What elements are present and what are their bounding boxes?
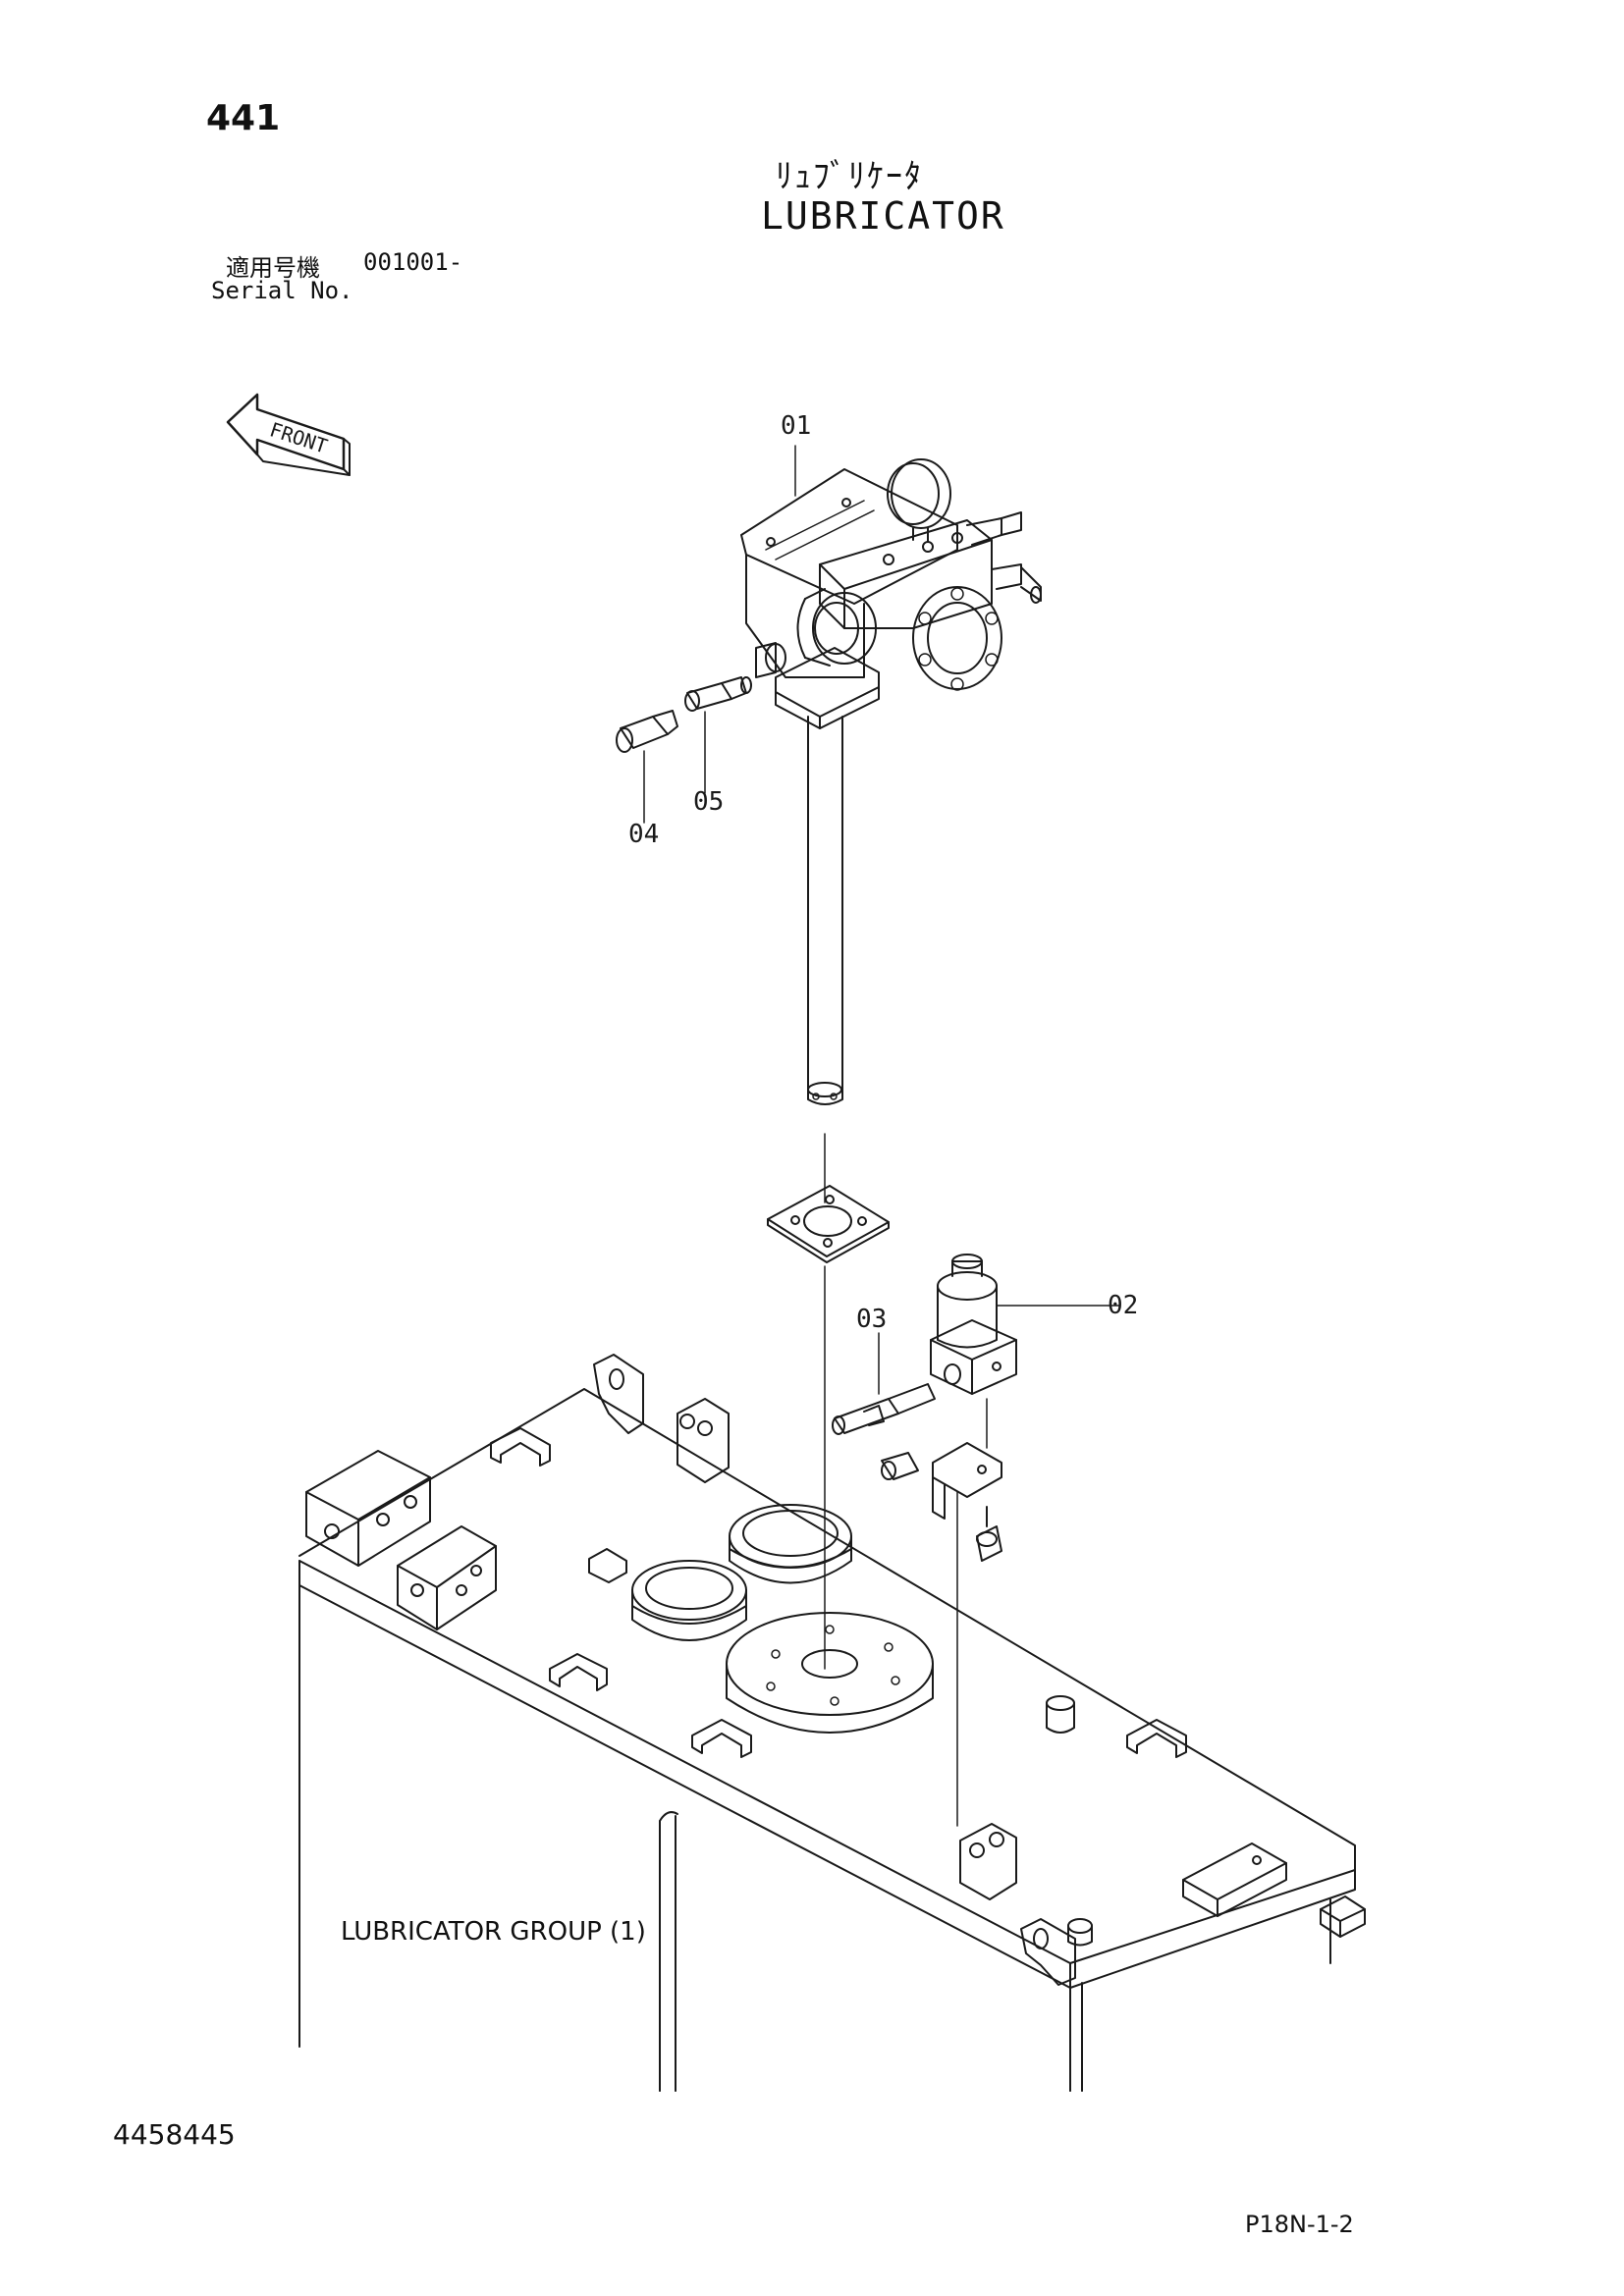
- title-japanese: ﾘｭﾌﾞﾘｹｰﾀ: [776, 157, 923, 196]
- page-code: P18N-1-2: [1245, 2211, 1354, 2238]
- serial-range: 001001-: [363, 248, 463, 276]
- lubricator-pump-assembly: [741, 446, 1041, 1104]
- serial-label-english: Serial No.: [211, 277, 353, 304]
- solenoid-valve-02: [931, 1255, 1119, 1448]
- callout-04: 04: [628, 820, 659, 849]
- fitting-04: [617, 711, 677, 823]
- callout-02: 02: [1108, 1291, 1138, 1320]
- title-english: LUBRICATOR: [761, 194, 1005, 238]
- hydraulic-tank: [299, 1355, 1365, 2091]
- page-number: 441: [206, 98, 281, 138]
- callout-05: 05: [693, 787, 724, 817]
- callout-03: 03: [856, 1305, 887, 1334]
- document-number: 4458445: [113, 2118, 236, 2151]
- bracket: [882, 1443, 1001, 1826]
- fitting-05: [685, 677, 751, 793]
- front-arrow-icon: FRONT: [228, 395, 350, 475]
- gasket: [768, 1186, 889, 1262]
- serial-label-japanese: 適用号機: [226, 254, 320, 282]
- connector-03: [833, 1333, 935, 1434]
- group-label: LUBRICATOR GROUP (1): [341, 1917, 646, 1947]
- callout-01: 01: [781, 411, 811, 441]
